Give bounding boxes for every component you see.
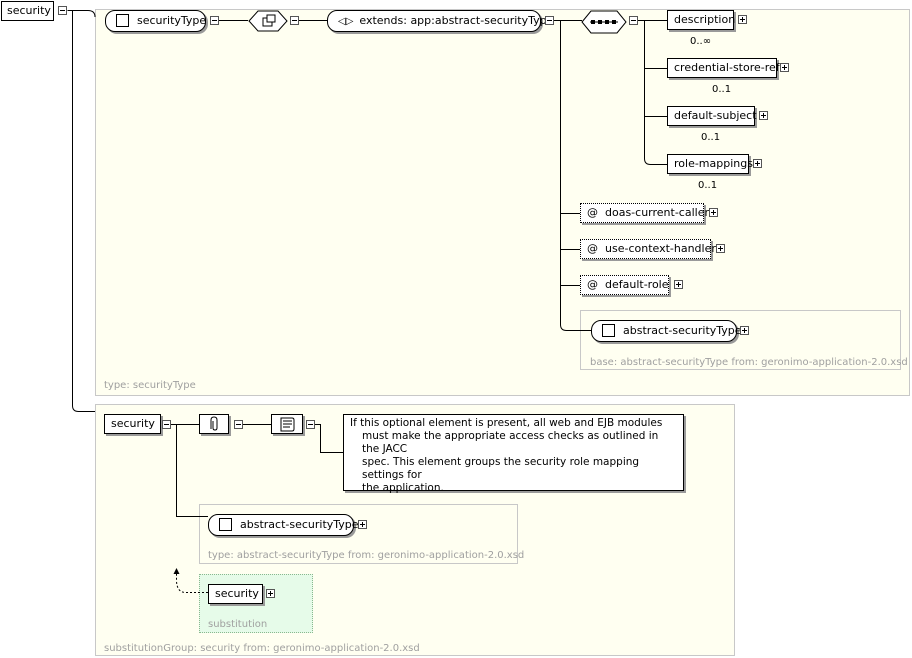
element-security-label: security	[111, 417, 155, 430]
choice-compositor-icon[interactable]	[248, 10, 288, 32]
attribute-use-context-handler-label: use-context-handler	[605, 242, 716, 255]
attribute-default-role[interactable]: @ default-role	[580, 275, 669, 295]
element-credential-store-ref[interactable]: credential-store-ref	[667, 58, 780, 78]
complex-type-icon	[602, 323, 615, 337]
complex-type-label: securityType	[137, 14, 207, 27]
extension-collapse-icon[interactable]	[545, 16, 554, 25]
sequence-compositor-icon[interactable]	[581, 10, 627, 34]
root-element-label: security	[7, 4, 51, 17]
element-credential-store-ref-label: credential-store-ref	[674, 61, 780, 74]
element-credential-store-ref-expand-icon[interactable]	[780, 63, 789, 72]
documentation-line: must make the appropriate access checks …	[362, 430, 659, 455]
attribute-icon: @	[587, 206, 598, 219]
element-security-collapse-icon[interactable]	[162, 420, 171, 429]
base-type-expand-icon[interactable]	[740, 326, 749, 335]
documentation-line: If this optional element is present, all…	[350, 417, 663, 429]
documentation-line: spec. This element groups the security r…	[362, 456, 640, 481]
root-element-security[interactable]: security	[1, 1, 54, 21]
attribute-use-context-handler-expand-icon[interactable]	[716, 244, 725, 253]
attribute-doas-current-caller-expand-icon[interactable]	[709, 208, 718, 217]
documentation-text: If this optional element is present, all…	[343, 414, 684, 494]
element-role-mappings-label: role-mappings	[674, 157, 753, 170]
base-type-panel	[580, 310, 901, 370]
element-security[interactable]: security	[104, 414, 161, 434]
abstract-type-caption: type: abstract-securityType from: geroni…	[208, 550, 525, 561]
substitution-expand-icon[interactable]	[266, 589, 275, 598]
attribute-default-role-label: default-role	[605, 278, 669, 291]
attribute-icon: @	[587, 278, 598, 291]
attribute-default-role-expand-icon[interactable]	[674, 280, 683, 289]
cardinality-default-subject: 0..1	[701, 132, 721, 143]
abstract-type-abstract-securityType[interactable]: abstract-securityType	[208, 514, 359, 536]
choice-collapse-icon[interactable]	[290, 16, 299, 25]
substitution-caption: substitution	[208, 619, 268, 630]
element-description[interactable]: description	[667, 10, 736, 30]
type-panel-caption: type: securityType	[104, 380, 196, 391]
element-default-subject-expand-icon[interactable]	[759, 111, 768, 120]
cardinality-description: 0..∞	[690, 36, 712, 47]
documentation-collapse-icon[interactable]	[306, 420, 315, 429]
element-default-subject[interactable]: default-subject	[667, 106, 757, 126]
abstract-type-panel	[199, 504, 518, 564]
element-description-label: description	[674, 13, 736, 26]
abstract-type-expand-icon[interactable]	[358, 520, 367, 529]
attribute-doas-current-caller-label: doas-current-caller	[605, 206, 709, 219]
element-description-expand-icon[interactable]	[738, 15, 747, 24]
substitution-element-label: security	[215, 587, 259, 600]
root-collapse-icon[interactable]	[58, 6, 67, 15]
attribute-doas-current-caller[interactable]: @ doas-current-caller	[580, 203, 709, 223]
abstract-type-label: abstract-securityType	[240, 518, 359, 531]
complex-type-icon	[219, 517, 232, 531]
complex-type-securityType[interactable]: securityType	[105, 10, 206, 32]
cardinality-role-mappings: 0..1	[698, 180, 718, 191]
attribute-use-context-handler[interactable]: @ use-context-handler	[580, 239, 716, 259]
base-type-caption: base: abstract-securityType from: geroni…	[590, 357, 908, 368]
sequence-collapse-icon[interactable]	[629, 16, 638, 25]
element-role-mappings-expand-icon[interactable]	[753, 159, 762, 168]
base-type-abstract-securityType[interactable]: abstract-securityType	[591, 320, 742, 342]
attribute-icon: @	[587, 242, 598, 255]
extension-label: extends: app:abstract-securityType	[359, 14, 554, 27]
cardinality-credential-store-ref: 0..1	[712, 84, 732, 95]
annotation-icon[interactable]	[199, 414, 229, 434]
element-role-mappings[interactable]: role-mappings	[667, 154, 753, 174]
documentation-line: the application.	[362, 482, 444, 494]
annotation-collapse-icon[interactable]	[234, 420, 243, 429]
complex-type-icon	[116, 13, 129, 27]
element-panel-caption: substitutionGroup: security from: geroni…	[104, 643, 420, 654]
element-default-subject-label: default-subject	[674, 109, 757, 122]
documentation-icon[interactable]	[271, 414, 303, 434]
extension-abstract-securityType[interactable]: ◁▷ extends: app:abstract-securityType	[327, 10, 553, 32]
extension-icon: ◁▷	[338, 16, 354, 27]
substitution-element-security[interactable]: security	[208, 584, 263, 604]
type-collapse-icon[interactable]	[210, 16, 219, 25]
base-type-label: abstract-securityType	[623, 324, 742, 337]
